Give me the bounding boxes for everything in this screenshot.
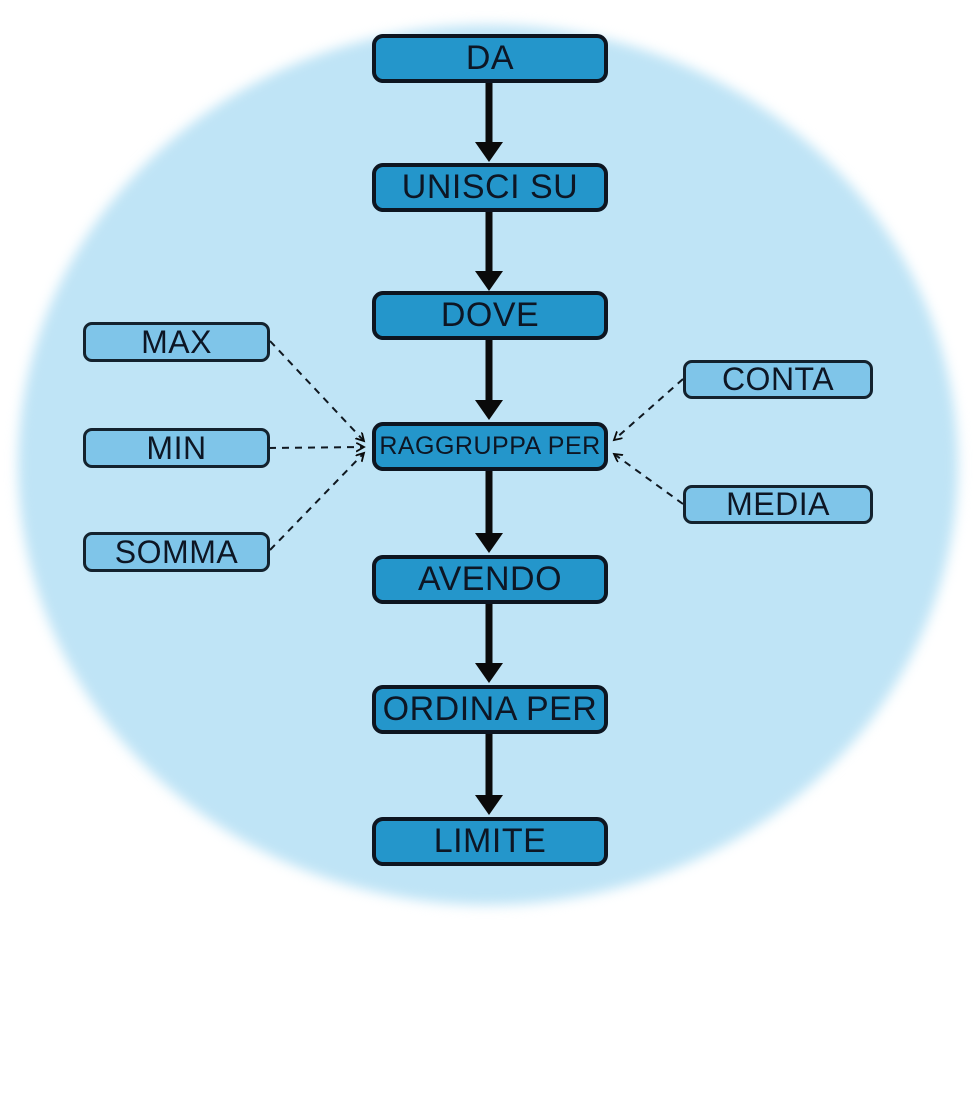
flow-node-label: UNISCI SU — [401, 168, 579, 206]
side-node-label: CONTA — [721, 361, 835, 397]
flow-node-label: RAGGRUPPA PER — [379, 432, 601, 460]
side-node-label: MEDIA — [726, 486, 830, 522]
flow-node-label: AVENDO — [417, 560, 563, 598]
flow-node-label: ORDINA PER — [382, 690, 598, 728]
flow-node-unisci-su: UNISCI SU — [372, 163, 608, 212]
flow-node-raggruppa-per: RAGGRUPPA PER — [372, 422, 608, 471]
flow-node-limite: LIMITE — [372, 817, 608, 866]
flow-node-dove: DOVE — [372, 291, 608, 340]
flow-node-da: DA — [372, 34, 608, 83]
flow-node-avendo: AVENDO — [372, 555, 608, 604]
side-node-conta: CONTA — [683, 360, 873, 399]
flow-node-ordina-per: ORDINA PER — [372, 685, 608, 734]
side-node-min: MIN — [83, 428, 270, 468]
side-node-label: SOMMA — [114, 533, 239, 570]
side-node-label: MAX — [141, 323, 212, 360]
side-node-somma: SOMMA — [83, 532, 270, 572]
flow-node-label: DA — [465, 39, 515, 77]
side-node-max: MAX — [83, 322, 270, 362]
flow-node-label: LIMITE — [433, 822, 547, 860]
flow-node-label: DOVE — [440, 296, 540, 334]
side-node-label: MIN — [146, 429, 207, 466]
side-node-media: MEDIA — [683, 485, 873, 524]
